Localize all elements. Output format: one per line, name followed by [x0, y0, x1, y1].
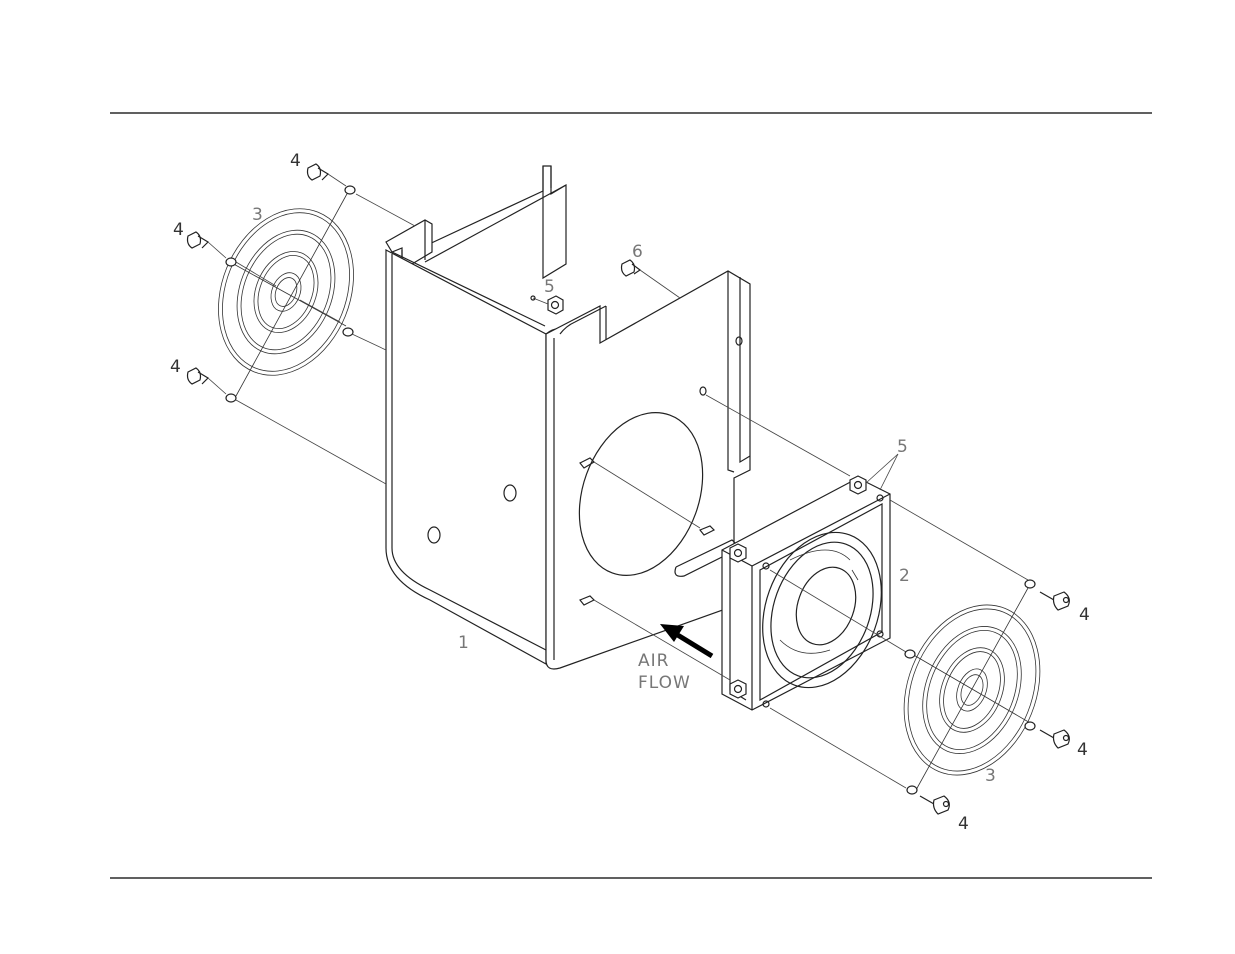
screw-6 — [622, 260, 681, 298]
callout-screw-bracket: 6 — [632, 242, 643, 262]
left-leaders — [208, 174, 415, 484]
screw-right-mid — [1040, 730, 1069, 748]
bracket — [386, 166, 750, 669]
airflow-label-line1: AIR — [638, 651, 669, 671]
screw-left-bottom — [188, 368, 209, 384]
fan-guard-right — [880, 580, 1065, 796]
callout-guard-left: 3 — [252, 205, 263, 225]
screw-left-mid — [188, 232, 209, 248]
callout-screw-left-bottom: 4 — [170, 357, 181, 377]
callout-screw-right-top: 4 — [1079, 605, 1090, 625]
callout-guard-right: 3 — [985, 766, 996, 786]
airflow-label-line2: FLOW — [638, 673, 691, 693]
fan-guard-left — [194, 186, 377, 402]
callout-screw-right-mid: 4 — [1077, 740, 1088, 760]
screw-right-top — [1040, 592, 1069, 610]
callout-fan: 2 — [899, 566, 910, 586]
callout-nut-fan: 5 — [897, 437, 908, 457]
nut-fan-top-right — [850, 476, 866, 494]
callout-screw-right-bottom: 4 — [958, 814, 969, 834]
screw-left-top — [308, 164, 329, 180]
callout-nut-bracket: 5 — [544, 277, 555, 297]
fan — [722, 478, 902, 710]
callout-screw-left-top: 4 — [290, 151, 301, 171]
callout-screw-left-mid: 4 — [173, 220, 184, 240]
nut-fan-bottom-left — [730, 680, 746, 698]
nut-fan-top-left — [730, 544, 746, 562]
callout-bracket: 1 — [458, 633, 469, 653]
nut-bracket — [531, 296, 563, 314]
screw-right-bottom — [920, 796, 949, 814]
